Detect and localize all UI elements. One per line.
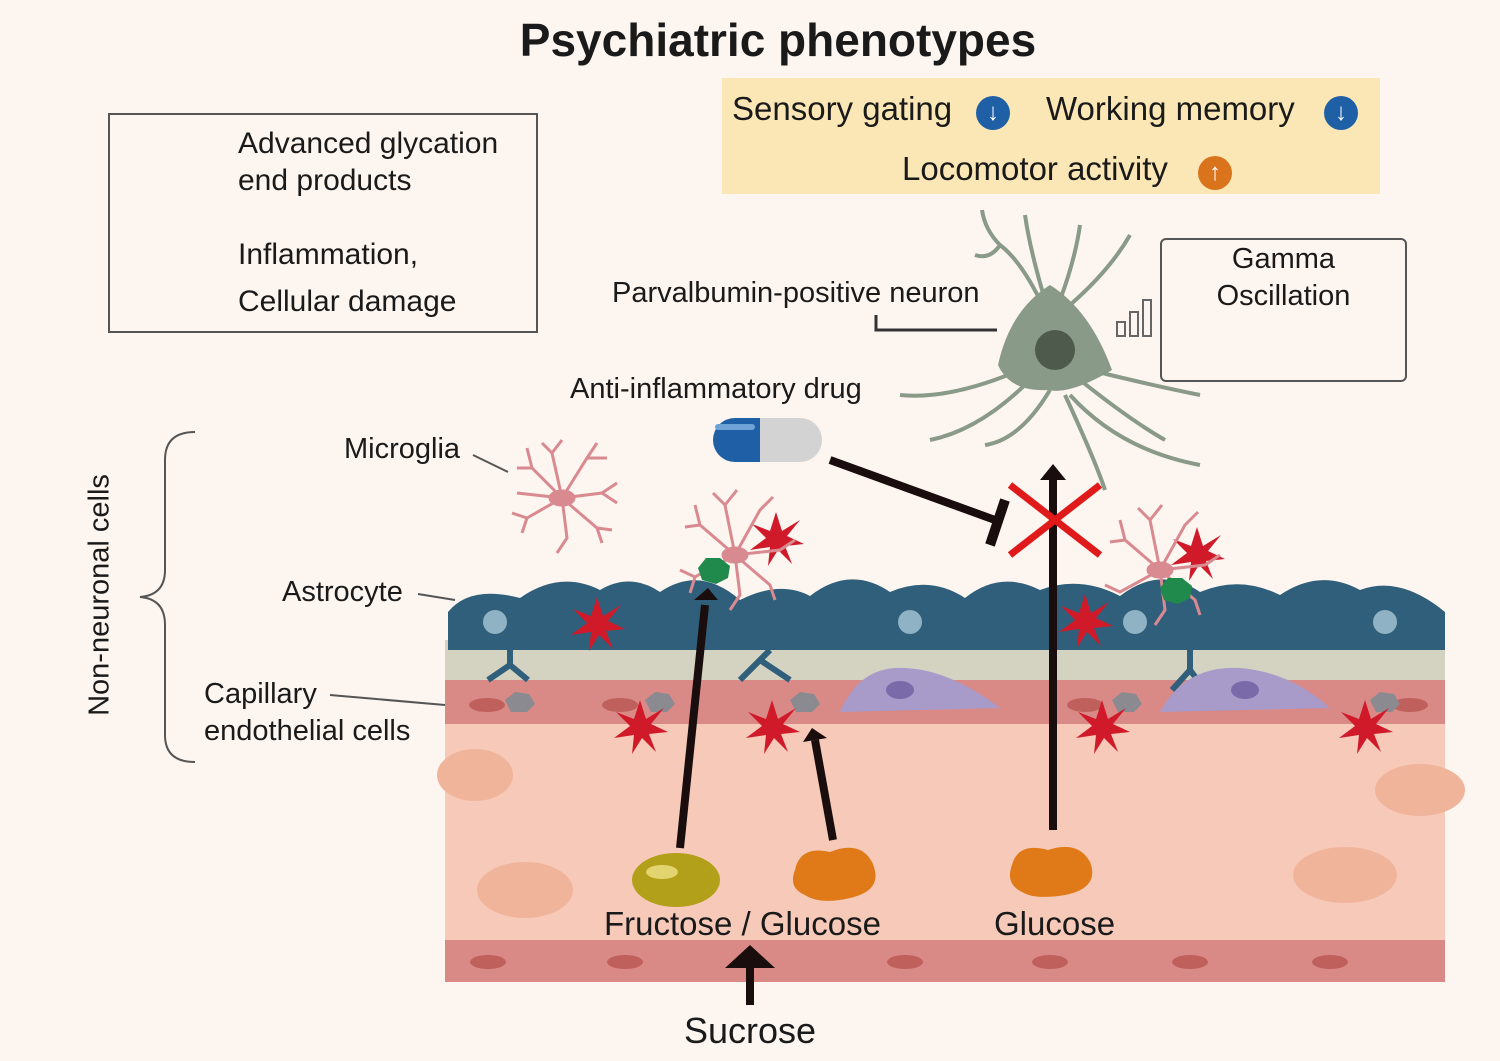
parvalbumin-neuron [899, 209, 1201, 491]
anti-inflammatory-drug-pill [713, 418, 822, 462]
gamma-label-line2: Oscillation [1216, 280, 1351, 312]
inflammation-star [746, 700, 800, 754]
inflammation-star [1339, 700, 1393, 754]
astrocyte-layer [448, 579, 1445, 650]
glucose-label: Glucose [994, 905, 1116, 942]
vessel-lumen [445, 720, 1445, 945]
red-blood-cell [1375, 764, 1465, 816]
transport-arrows [676, 464, 1066, 1005]
pericyte [840, 667, 1000, 712]
red-blood-cell [1293, 847, 1397, 903]
legend-inflammation-line2: Cellular damage [238, 285, 457, 318]
non-neuronal-cells-label: Non-neuronal cells [83, 474, 116, 716]
inhibition-line [828, 456, 997, 524]
endothelial-nucleus [607, 955, 643, 969]
astrocyte-nucleus [1123, 610, 1147, 634]
phenotype-sensory-gating: Sensory gating [732, 90, 953, 127]
legend-inflammation-line1: Inflammation, [238, 238, 419, 271]
astrocyte-nucleus [1373, 610, 1397, 634]
pericyte-nucleus [1231, 681, 1259, 699]
capillary-label-line1: Capillary [204, 678, 317, 710]
decrease-arrow-icon: ↓ [1324, 96, 1358, 130]
fructose-glucose-label: Fructose / Glucose [604, 905, 881, 942]
signal-bars-icon [1116, 299, 1152, 337]
pv-neuron-label: Parvalbumin-positive neuron [612, 277, 980, 309]
fructose-highlight [646, 865, 678, 879]
microglia-cells [511, 439, 1221, 626]
decrease-arrow-icon: ↓ [976, 96, 1010, 130]
inflammation-star [614, 700, 668, 754]
endothelial-nucleus [1392, 698, 1428, 712]
increase-arrow-icon: ↑ [1198, 156, 1232, 190]
inflammation-star [1171, 527, 1225, 581]
microglia [679, 489, 796, 611]
sucrose-label: Sucrose [684, 1010, 817, 1051]
endothelial-nucleus [1172, 955, 1208, 969]
endothelial-nucleus [1032, 955, 1068, 969]
pv-neuron-pointer [874, 315, 997, 332]
astrocyte-endfoot [486, 645, 530, 683]
pericyte-nucleus [886, 681, 914, 699]
green-age [698, 558, 730, 584]
phenotype-working-memory: Working memory [1046, 90, 1295, 127]
microglia [1104, 504, 1221, 626]
green-age [1160, 578, 1192, 604]
microglia-pointer [472, 454, 509, 473]
endothelial-nucleus [469, 698, 505, 712]
endothelial-nucleus [470, 955, 506, 969]
phenotype-box [722, 78, 1380, 194]
inhibition-bar [985, 498, 1010, 547]
red-blood-cell [437, 749, 513, 801]
legend-age-line1: Advanced glycation [238, 127, 499, 160]
page-title: Psychiatric phenotypes [519, 14, 1037, 66]
non-neuronal-bracket [139, 431, 196, 763]
endothelial-nucleus [1067, 698, 1103, 712]
microglia-label: Microglia [344, 433, 461, 465]
gray-age-particles [505, 692, 1400, 712]
red-blood-cell [477, 862, 573, 918]
endothelial-nucleus [1312, 955, 1348, 969]
inflammation-star [1059, 594, 1113, 648]
phenotype-locomotor-activity: Locomotor activity [902, 150, 1168, 187]
inflammation-star [1076, 700, 1130, 754]
astrocyte-nucleus [898, 610, 922, 634]
astrocyte-endfoot [737, 647, 792, 683]
glucose-molecule [792, 847, 876, 901]
inflammation-star [571, 597, 625, 651]
microglia [511, 439, 618, 554]
endothelial-nucleus [602, 698, 638, 712]
astrocyte-nucleus [483, 610, 507, 634]
astrocyte-label: Astrocyte [282, 576, 403, 608]
legend-box [108, 113, 538, 333]
capillary-label-line2: endothelial cells [204, 715, 411, 747]
astrocyte-pointer [417, 593, 456, 601]
glucose-molecule-right [1009, 846, 1093, 897]
tissue-layers [437, 579, 1465, 982]
inflammation-star [750, 512, 804, 566]
drug-label: Anti-inflammatory drug [570, 373, 862, 405]
gamma-oscillation-box [1160, 238, 1407, 382]
endothelial-nucleus [887, 955, 923, 969]
capillary-pointer [329, 694, 446, 706]
gamma-label-line1: Gamma [1231, 243, 1336, 275]
block-cross [1007, 482, 1103, 558]
endothelial-bottom-layer [445, 940, 1445, 982]
fructose-molecule [632, 853, 720, 907]
legend-age-line2: end products [238, 164, 412, 197]
